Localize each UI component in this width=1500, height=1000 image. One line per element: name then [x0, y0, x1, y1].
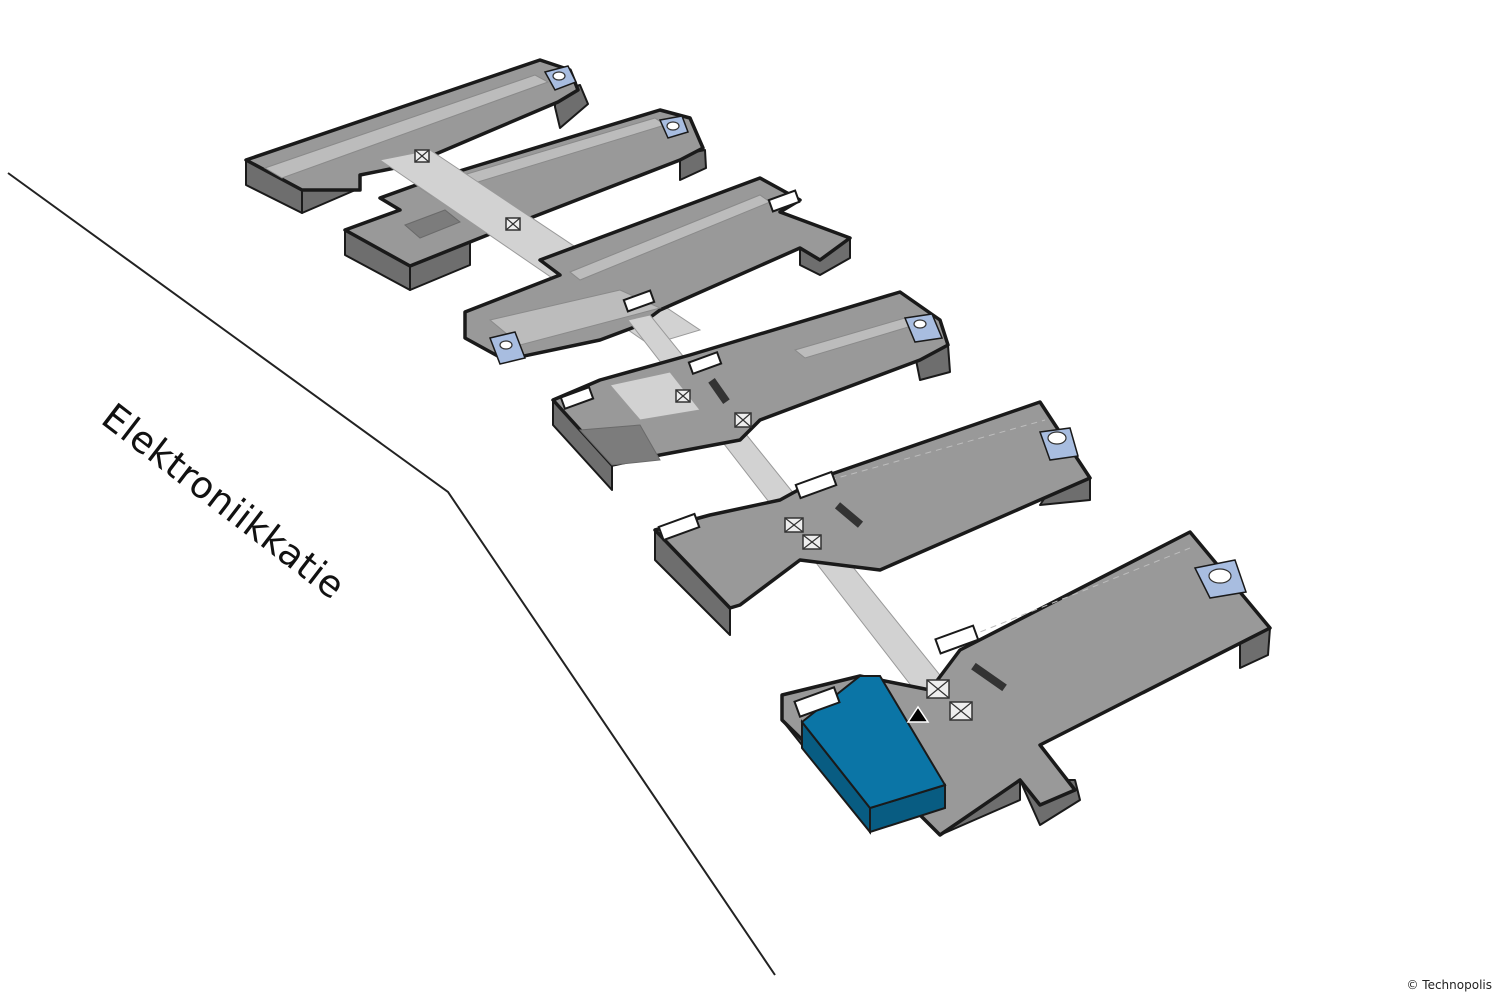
wing-1: [244, 58, 589, 214]
wing-3: [463, 176, 852, 365]
copyright-text: © Technopolis: [1406, 978, 1492, 992]
wing-2: [343, 108, 707, 291]
elevators: [414, 149, 973, 721]
stairs-icon: [794, 470, 838, 500]
stairs-icon: [559, 385, 595, 411]
stairs-icon: [622, 289, 656, 313]
highlighted-room[interactable]: [793, 675, 947, 835]
elevator-icon: [505, 217, 521, 231]
stairs-icon: [687, 350, 723, 376]
you-are-here-icon: [906, 705, 930, 723]
stairs-icon: [793, 686, 841, 718]
wing-5: [653, 400, 1092, 636]
street-line: [7, 172, 776, 976]
elevator-icon: [675, 389, 691, 403]
exit-icon: [903, 313, 944, 343]
elevator-icon: [784, 517, 804, 533]
stairs-icon: [767, 189, 801, 213]
stairs-icon: [934, 624, 980, 655]
elevator-icon: [949, 701, 973, 721]
wing-4: [551, 290, 951, 491]
elevator-icon: [802, 534, 822, 550]
elevator-icon: [734, 412, 752, 428]
stairs-icon: [657, 512, 701, 542]
elevator-icon: [414, 149, 430, 163]
elevator-icon: [926, 679, 950, 699]
